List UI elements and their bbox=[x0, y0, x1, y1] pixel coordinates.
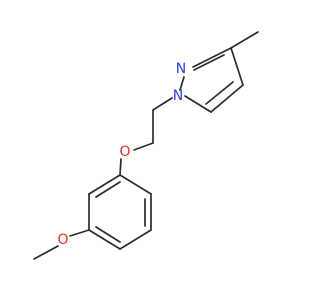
bond-ar4-ar5 bbox=[88, 229, 121, 250]
atom-n2: N bbox=[176, 61, 186, 77]
bond-ar6-ar1 bbox=[88, 174, 121, 195]
bond-ch2-o-ether bbox=[133, 142, 154, 151]
bond-c4-c3 bbox=[230, 47, 244, 86]
bond-ar6-ar1-inner bbox=[95, 181, 121, 198]
bond-o-methoxy-methyl bbox=[33, 245, 59, 260]
bond-ar4-ar5-inner bbox=[95, 226, 121, 243]
bond-c3-methyl bbox=[230, 31, 259, 49]
bond-c3-n2-double-b bbox=[193, 54, 225, 71]
structure-drawing: N N O O bbox=[33, 31, 259, 260]
atom-n1: N bbox=[173, 88, 183, 104]
bond-n1-c5 bbox=[184, 95, 212, 113]
molecule-canvas: N N O O bbox=[33, 31, 259, 260]
bond-ar1-ar2 bbox=[119, 174, 152, 195]
bond-n2-n1 bbox=[179, 76, 185, 91]
bond-c5-c4-double-a bbox=[210, 84, 244, 113]
atom-o-methoxy: O bbox=[57, 232, 68, 248]
bond-c3-n2-double-a bbox=[192, 47, 232, 68]
atom-o-ether: O bbox=[119, 144, 130, 160]
bond-ar3-ar4 bbox=[119, 229, 152, 250]
bond-n1-ch2 bbox=[152, 97, 173, 111]
bond-o-ether-aryl bbox=[119, 158, 122, 176]
bond-c5-c4-double-b bbox=[205, 81, 234, 105]
bond-aryl-o-methoxy-alt bbox=[69, 229, 90, 237]
